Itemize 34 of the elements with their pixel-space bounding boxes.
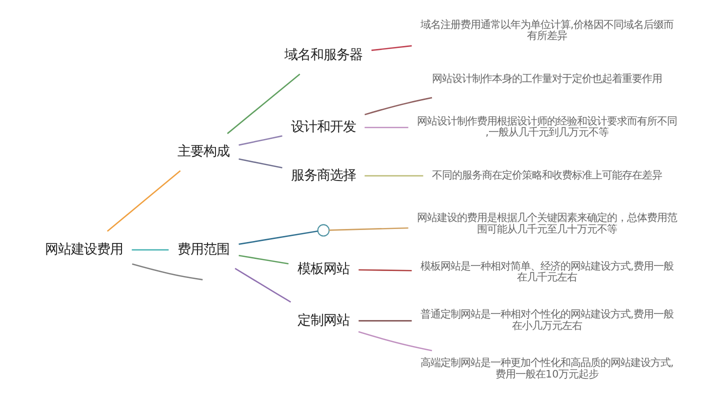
connector (370, 45, 412, 51)
node-text: 域名注册费用通常以年为单位计算,价格因不同域名后缀而有所差异 (420, 18, 674, 42)
node-text: 费用范围 (177, 242, 230, 258)
node-text: 主要构成 (177, 144, 230, 160)
node-text: 设计和开发 (290, 120, 356, 136)
connector (364, 97, 432, 116)
connector (131, 263, 202, 280)
connector (238, 135, 282, 146)
connector (364, 175, 423, 176)
connector (226, 74, 300, 134)
connector (238, 254, 288, 264)
node-text: 域名和服务器 (284, 48, 362, 64)
node-text: 网站设计制作本身的工作量对于定价也起着重要作用 (432, 72, 662, 85)
node-text: 定制网站 (296, 313, 349, 328)
node-text: 不同的服务商在定价策略和收费标准上可能存在差异 (432, 169, 662, 182)
node-text: 模板网站是一种相对简单、经济的网站建设方式,费用一般在几千元左右 (420, 260, 674, 284)
node-text: 网站设计制作费用根据设计师的经验和设计要求而有所不同,一般从几千元到几万元不等 (416, 115, 677, 139)
node-text: 网站建设费用 (44, 242, 122, 258)
connector (358, 320, 412, 322)
connector (238, 230, 318, 245)
connector (131, 249, 168, 251)
node-text: 模板网站 (296, 262, 349, 277)
node-text: 普通定制网站是一种相对个性化的网站建设方式,费用一般在小几万元左右 (420, 308, 674, 332)
connector (364, 126, 408, 128)
node-text: 服务商选择 (290, 168, 356, 184)
node-text: 网站建设的费用是根据几个关键因素来确定的，总体费用范围可能从几千元至几十万元不等 (416, 212, 677, 236)
connector (358, 331, 432, 352)
node-text: 高端定制网站是一种更加个性化和高品质的网站建设方式,费用一般在10万元起步 (420, 357, 674, 380)
connector (234, 268, 291, 303)
connector (106, 170, 180, 232)
connector (358, 269, 412, 272)
node-circle (316, 224, 330, 236)
connector (238, 158, 282, 168)
connector (328, 227, 408, 231)
